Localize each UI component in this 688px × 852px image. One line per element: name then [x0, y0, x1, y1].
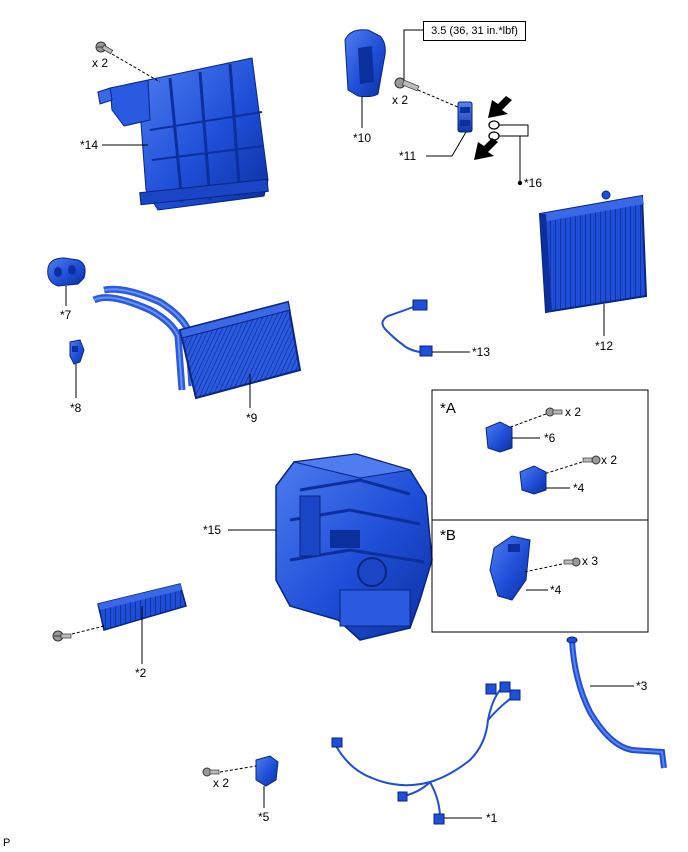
part-4-damper-servo-b [489, 535, 531, 601]
part-1-wire-harness [331, 681, 521, 825]
corner-mark: P [3, 837, 11, 849]
part-12-evaporator [538, 190, 648, 314]
part-4-damper-servo-a [519, 465, 547, 495]
part-10-bracket [344, 29, 386, 98]
label-part-9: *9 [246, 411, 258, 425]
label-part-6: *6 [544, 431, 556, 445]
pointing-arrows [474, 96, 512, 160]
label-part-12: *12 [595, 339, 614, 353]
part-13-sensor-harness [381, 299, 433, 357]
part-16-o-rings [488, 120, 500, 141]
bolt-11 [394, 77, 420, 92]
label-part-1: *1 [486, 811, 498, 825]
label-part-11: *11 [399, 149, 417, 163]
screw-2 [52, 630, 72, 642]
screw-5 [202, 767, 220, 777]
torque-spec-box: 3.5 (36, 31 in.*lbf) [423, 21, 526, 41]
part-14-housing-panel [97, 57, 269, 211]
part-15-ac-unit-case [275, 453, 433, 641]
label-part-5: *5 [258, 810, 270, 824]
label-part-16: *16 [524, 176, 543, 190]
label-part-2: *2 [135, 666, 147, 680]
label-part-4-b: *4 [550, 583, 562, 597]
part-5-damper-servo [255, 755, 279, 787]
screw-4a [582, 455, 601, 465]
label-part-10: *10 [353, 131, 372, 145]
qty-part-4-b: x 3 [582, 554, 599, 568]
label-part-3: *3 [636, 679, 648, 693]
label-part-4-a: *4 [573, 481, 585, 495]
inset-title-a: *A [440, 400, 456, 417]
qty-part-5: x 2 [213, 776, 230, 790]
qty-part-6: x 2 [565, 405, 582, 419]
label-part-13: *13 [472, 345, 491, 359]
qty-part-14: x 2 [92, 56, 109, 70]
qty-part-4-a: x 2 [601, 453, 618, 467]
inset-panel [431, 389, 649, 633]
qty-part-11: x 2 [392, 93, 409, 107]
screw-6 [545, 407, 563, 417]
inset-title-b: *B [440, 527, 456, 544]
new-part-dot [517, 180, 523, 186]
screw-14 [95, 41, 114, 55]
part-3-drain-hose [566, 636, 667, 769]
label-part-7: *7 [60, 308, 72, 322]
label-part-15: *15 [203, 523, 222, 537]
label-part-8: *8 [70, 401, 82, 415]
part-8-clamp [69, 339, 85, 365]
part-7-grommet [47, 257, 86, 287]
screw-4b [563, 557, 581, 567]
part-11-expansion-valve [457, 101, 473, 133]
part-6-damper-servo [485, 421, 513, 453]
label-part-14: *14 [80, 138, 99, 152]
part-9-heater-core [92, 285, 302, 400]
